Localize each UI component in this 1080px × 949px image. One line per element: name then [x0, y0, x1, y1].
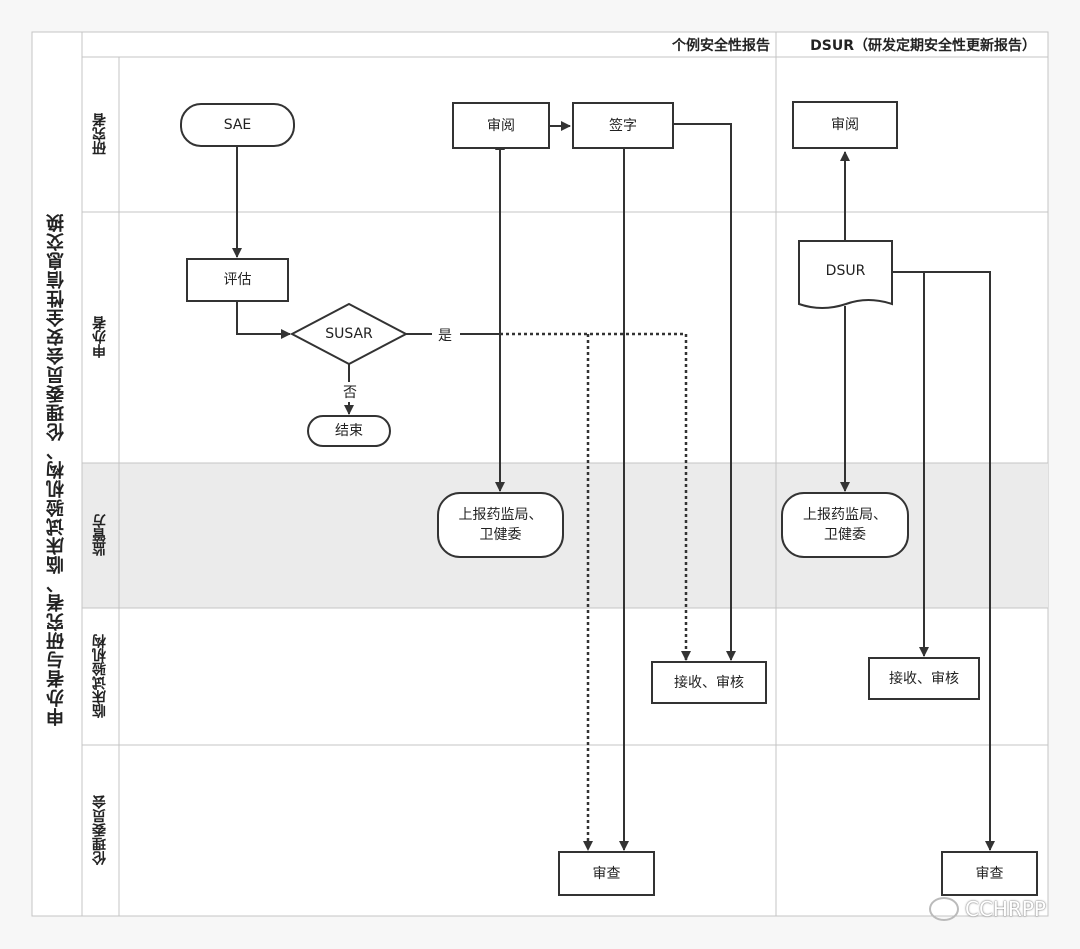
- watermark: CCHRPP: [929, 897, 1046, 921]
- node-examine1: [558, 851, 655, 896]
- node-susar: [289, 302, 409, 366]
- node-report2: [781, 492, 909, 558]
- edge-label-yes: 是: [438, 328, 452, 344]
- edge-label-no: 否: [342, 382, 358, 402]
- column-header-dsur: DSUR（研发定期安全性更新报告）: [810, 38, 1036, 54]
- node-examine1-label: 审查: [592, 865, 621, 882]
- node-receive2: [868, 657, 980, 700]
- node-receive1-label: 接收、审核: [674, 674, 744, 691]
- node-report1: [437, 492, 564, 558]
- column-header-case-report: 个例安全性报告: [672, 38, 770, 54]
- node-examine2-label: 审查: [975, 865, 1004, 882]
- node-assess-label: 评估: [223, 272, 252, 288]
- node-dsur: [798, 240, 893, 309]
- lane-label-researcher: 研究者: [92, 113, 108, 156]
- node-review1: [452, 102, 550, 149]
- lane-label-ethics: 伦理委员会: [92, 795, 108, 866]
- node-receive1: [651, 661, 767, 704]
- node-dsur-label: DSUR: [825, 263, 866, 279]
- lane-label-institution: 临床试验机构: [92, 634, 108, 719]
- node-sae: [180, 103, 295, 147]
- node-report1-label: 上报药监局、 卫健委: [458, 507, 543, 543]
- lane-label-sponsor: 申办者: [92, 316, 108, 359]
- node-end: [307, 415, 391, 447]
- node-receive2-label: 接收、审核: [889, 670, 959, 687]
- node-review2-label: 审阅: [831, 117, 859, 133]
- node-assess: [186, 258, 289, 302]
- watermark-text: CCHRPP: [965, 897, 1046, 921]
- node-examine2: [941, 851, 1038, 896]
- node-sign-label: 签字: [609, 117, 637, 134]
- node-sign: [572, 102, 674, 149]
- node-sae-label: SAE: [223, 117, 252, 133]
- node-report2-label: 上报药监局、 卫健委: [803, 507, 887, 543]
- node-end-label: 结束: [335, 423, 363, 439]
- wechat-icon: [929, 897, 959, 921]
- node-review2: [792, 101, 898, 149]
- node-review1-label: 审阅: [487, 117, 515, 134]
- node-susar-label: SUSAR: [325, 326, 373, 342]
- lane-label-regulator: 监管方: [92, 514, 108, 557]
- diagram-title: 申办者与研究者、临床试验机构、伦理委员会安全性信息交换: [46, 213, 67, 727]
